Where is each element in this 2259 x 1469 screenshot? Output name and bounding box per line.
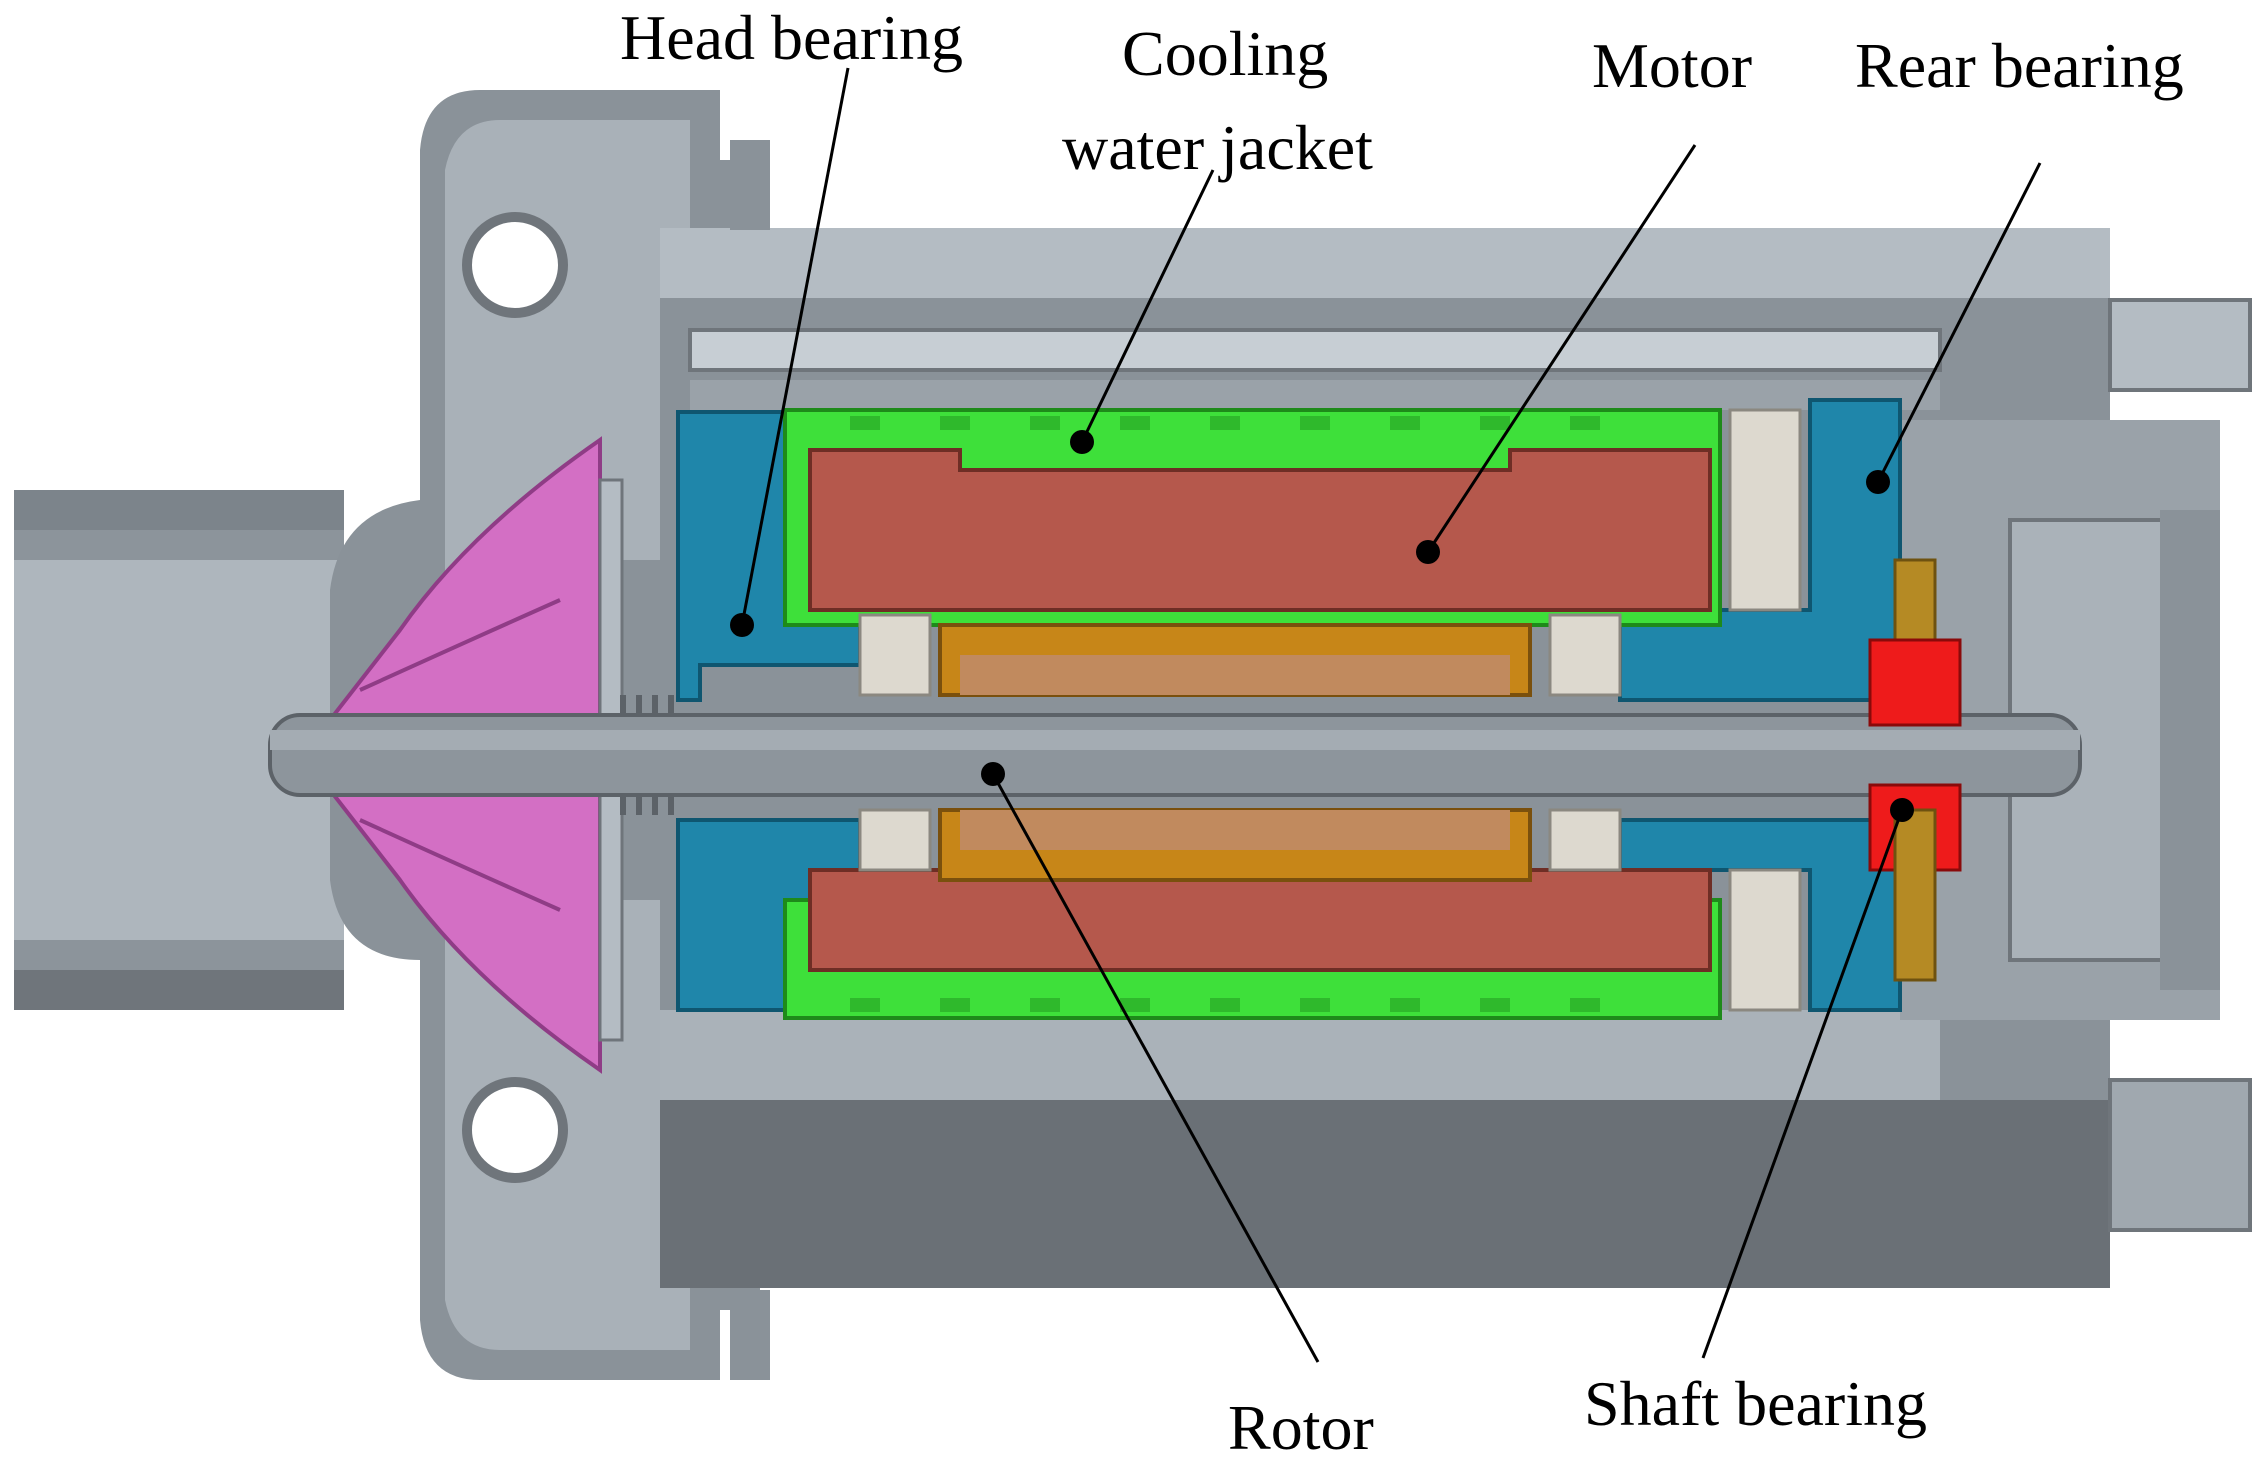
rotor-sleeve — [938, 623, 1532, 882]
leader-rear-bearing — [1876, 162, 2042, 483]
leader-head-bearing — [740, 67, 850, 626]
leader-dots — [730, 430, 1914, 822]
coolant-fitting-bottom — [2108, 1078, 2252, 1232]
impeller-lower — [325, 788, 602, 1074]
leader-cooling-jacket — [1080, 169, 1215, 443]
spacers — [858, 408, 1802, 1012]
dot-rear-bearing — [1866, 470, 1890, 494]
impeller — [325, 436, 624, 1074]
leader-motor — [1426, 144, 1697, 553]
coolant-fitting-top — [2108, 298, 2252, 392]
label-rear-bearing: Rear bearing — [1855, 30, 2184, 101]
volute-passage-bottom — [462, 1077, 568, 1183]
leader-lines — [740, 67, 2042, 1363]
dot-cooling-jacket — [1070, 430, 1094, 454]
shaft-bearing — [1868, 558, 1962, 982]
leader-shaft-bearing — [1701, 809, 1904, 1359]
label-cooling-line2: water jacket — [1062, 112, 1373, 183]
motor-stator — [808, 448, 1712, 972]
volute-passage-top — [462, 212, 568, 318]
label-rotor: Rotor — [1228, 1392, 1374, 1463]
dot-rotor — [981, 762, 1005, 786]
dot-shaft-bearing — [1890, 798, 1914, 822]
dot-motor — [1416, 540, 1440, 564]
label-motor: Motor — [1592, 30, 1752, 101]
bolt-boss-top — [730, 140, 770, 230]
dot-head-bearing — [730, 613, 754, 637]
label-shaft-bearing: Shaft bearing — [1584, 1368, 1927, 1439]
impeller-upper — [325, 436, 602, 722]
shaft — [268, 695, 2082, 815]
label-head-bearing: Head bearing — [620, 2, 963, 73]
bolt-boss-bottom — [730, 1290, 770, 1380]
leader-rotor — [991, 773, 1320, 1363]
label-cooling-line1: Cooling — [1122, 18, 1329, 89]
